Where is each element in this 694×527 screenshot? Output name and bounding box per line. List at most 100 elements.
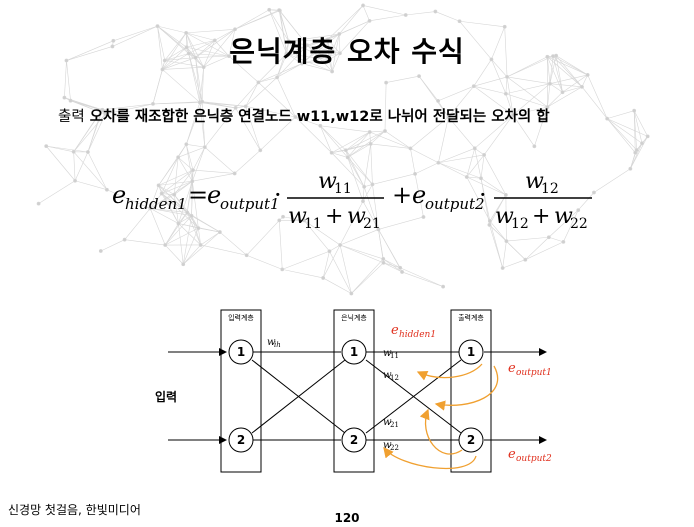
bg-mesh-node [200,99,205,104]
bg-mesh-line [506,55,554,78]
fraction1-den-a-sub: 11 [304,216,322,232]
bg-mesh-line [369,130,386,133]
bg-mesh-line [362,201,379,230]
bg-mesh-line [466,176,506,196]
error-output2-label: e [508,447,516,462]
bg-mesh-line [38,180,76,204]
bg-mesh-line [157,25,189,54]
bg-mesh-node [398,265,403,270]
bg-mesh-line [204,146,235,174]
input-layer-label: 입력계층 [228,313,254,322]
bg-mesh-line [192,181,199,229]
bg-mesh-line [150,194,175,209]
bg-mesh-line [278,220,283,270]
bg-mesh-node [110,44,115,49]
bg-mesh-line [161,157,179,194]
bg-mesh-node [243,104,248,109]
bg-mesh-line [362,186,365,202]
bg-mesh-line [245,77,278,107]
subtitle-bold: 오차를 재조합한 은닉층 연결노드 w11,w12로 나뉘어 전달되는 오차의 … [89,109,550,125]
bg-mesh-node [281,214,285,219]
bg-mesh-line [157,25,187,34]
bg-mesh-line [157,25,187,48]
formula-term2-sub: output2 [425,195,485,213]
bg-mesh-node [345,155,350,160]
fraction1-den-a: w [288,204,307,229]
fraction2-den-plus: + [532,204,550,229]
fraction2-numerator-sub: 12 [541,181,559,197]
slide-title: 은닉계층 오차 수식 [229,35,465,68]
bg-mesh-line [347,143,371,158]
bg-mesh-node [105,187,109,192]
bg-mesh-line [186,28,236,34]
bg-mesh-line [178,223,199,229]
bg-mesh-node [408,146,413,151]
bg-mesh-line [525,241,564,260]
bg-mesh-line [480,154,485,179]
hidden-layer-label: 은닉계층 [341,313,367,322]
conn-h2-o1 [365,359,462,434]
bg-mesh-line [345,143,371,151]
bg-mesh-line [339,20,370,35]
bg-mesh-node [417,74,421,79]
bg-mesh-line [505,93,548,108]
bg-mesh-line [512,114,535,147]
bg-mesh-node [433,9,438,14]
bg-mesh-node [504,239,509,243]
bg-mesh-line [491,59,507,94]
slide-subtitle: 출력 오차를 재조합한 은닉층 연결노드 w11,w12로 나뉘어 전달되는 오… [58,105,550,126]
bg-mesh-line [246,220,280,256]
bg-mesh-line [327,5,364,40]
bg-mesh-node [155,24,160,29]
bg-mesh-node [68,98,73,103]
bg-mesh-line [100,239,125,252]
bg-mesh-line [448,85,475,118]
bg-mesh-node [381,257,386,261]
bg-mesh-node [368,142,373,146]
bg-mesh-line [202,101,246,107]
bg-mesh-line [547,83,551,108]
footer-credit: 신경망 첫걸음, 한빛미디어 [8,503,141,517]
bg-mesh-node [162,58,167,63]
bg-mesh-line [186,32,230,57]
bg-mesh-line [405,11,436,16]
bg-mesh-line [549,55,557,84]
bg-mesh-node [202,145,207,150]
bg-mesh-node [267,7,272,12]
bg-mesh-node [191,168,195,173]
network-diagram: 입력계층 은닉계층 출력계층 입력 1 2 1 2 1 2 w ih w [155,309,552,473]
hidden-node-2-label: 2 [350,433,358,447]
bg-mesh-node [186,51,191,56]
bg-mesh-line [418,76,449,118]
bg-mesh-node [487,223,492,227]
bg-mesh-line [534,106,548,147]
weight-ih: w [267,337,276,348]
formula-term2-e: e [412,181,426,209]
bg-mesh-line [87,151,108,190]
bg-mesh-line [400,267,444,287]
bg-mesh-line [474,114,514,149]
weight-11: w [383,348,392,359]
bg-mesh-line [606,118,643,144]
bg-mesh-line [234,9,270,30]
weight-21: w [383,417,392,428]
weight-11-sub: 11 [390,352,399,360]
input-node-2-label: 2 [237,433,245,447]
bg-mesh-line [73,151,108,190]
bg-mesh-node [554,53,559,58]
bg-mesh-node [376,227,381,232]
bg-mesh-node [500,266,505,270]
bg-mesh-line [630,152,636,169]
formula-term1-e: e [207,181,221,209]
error-formula: e hidden1 = e output1 · w 11 w 11 + w 21… [112,169,592,232]
bg-mesh-node [184,142,189,147]
page-number: 120 [334,511,360,525]
bg-mesh-node [548,81,552,86]
bg-mesh-line [506,76,514,116]
bg-mesh-line [480,177,507,196]
bg-mesh-node [383,129,387,133]
bg-mesh-node [185,210,190,215]
bg-mesh-line [329,244,341,252]
error-output1-sub: output1 [516,368,552,378]
bg-mesh-line [363,143,371,187]
